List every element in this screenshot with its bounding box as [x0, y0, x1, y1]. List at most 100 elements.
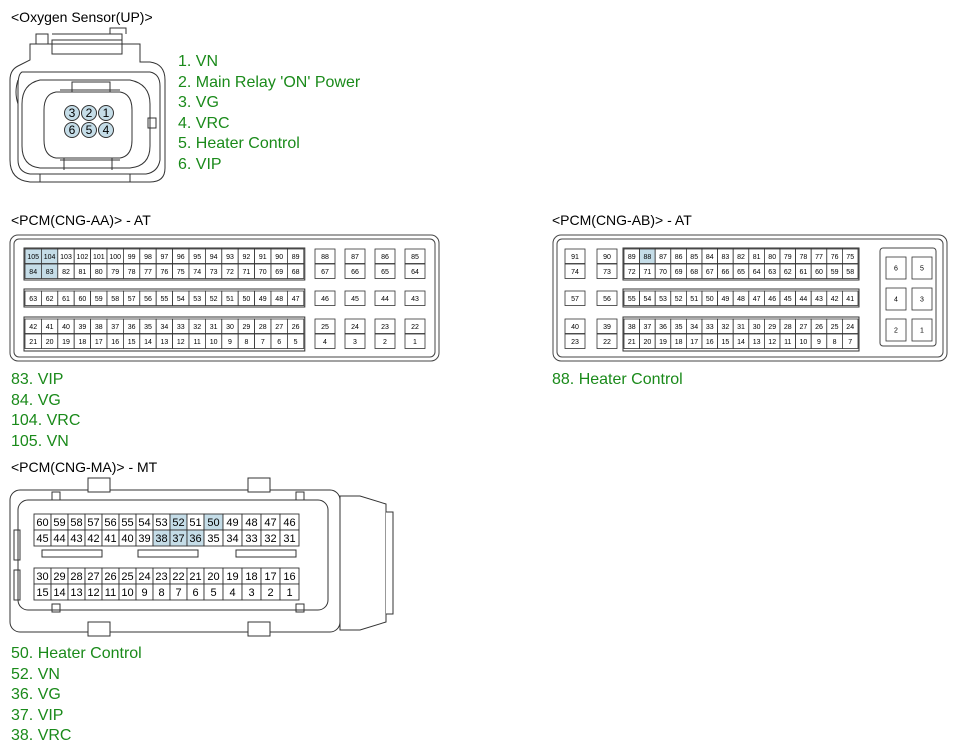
pin-label: 6: [277, 339, 281, 346]
pin-label: 32: [193, 324, 201, 331]
pin-label: 20: [207, 571, 219, 583]
pin-label: 40: [121, 533, 133, 545]
pin-label: 22: [603, 339, 611, 346]
pin-label: 90: [603, 254, 611, 261]
pin-label: 42: [831, 296, 839, 303]
pin-label: 33: [177, 324, 185, 331]
pin-label: 11: [194, 339, 201, 346]
pin-label: 91: [571, 254, 579, 261]
pin-label: 80: [768, 254, 776, 261]
pin-label: 26: [104, 571, 116, 583]
pin-label: 88: [321, 254, 329, 261]
pcm-cng-ma-title: <PCM(CNG-MA)> - MT: [11, 459, 158, 475]
pin-label: 31: [283, 533, 295, 545]
pin-label: 19: [226, 571, 238, 583]
pin-label: 14: [53, 587, 65, 599]
pin-label: 2: [383, 339, 387, 346]
pin-label: 79: [784, 254, 792, 261]
pin-cell: [885, 287, 907, 311]
pcm-cng-aa-title: <PCM(CNG-AA)> - AT: [11, 212, 151, 228]
oxygen-sensor-title: <Oxygen Sensor(UP)>: [11, 9, 153, 25]
pin-label: 81: [753, 254, 761, 261]
pin-label: 13: [70, 587, 82, 599]
pin-cell: [596, 263, 618, 279]
pin-label: 22: [172, 571, 184, 583]
pin-label: 8: [244, 339, 248, 346]
pin-label: 13: [161, 339, 169, 346]
pin-label: 72: [226, 269, 234, 276]
pin-label: 18: [245, 571, 257, 583]
pin-label: 53: [155, 517, 167, 529]
pin-label: 50: [706, 296, 714, 303]
pin-label: 31: [737, 324, 745, 331]
pin-label: 48: [245, 517, 257, 529]
pin-label: 94: [210, 254, 218, 261]
pin-label: 84: [706, 254, 714, 261]
pin-label: 86: [381, 254, 389, 261]
pin-label: 5: [210, 587, 216, 599]
pin-label: 19: [62, 339, 70, 346]
pin-cell: [596, 248, 618, 264]
pin-label: 64: [753, 269, 761, 276]
pin-circle: [64, 105, 80, 121]
pin-label: 52: [675, 296, 683, 303]
pin-label: 46: [321, 296, 329, 303]
pin-label: 25: [321, 324, 329, 331]
pin-label: 27: [275, 324, 283, 331]
pin-group-frame: [622, 288, 860, 308]
pin-label: 12: [177, 339, 185, 346]
pin-label: 36: [189, 533, 201, 545]
pin-label: 22: [411, 324, 419, 331]
pin-label: 9: [228, 339, 232, 346]
pin-label: 56: [603, 296, 611, 303]
pin-label: 53: [659, 296, 667, 303]
pin-label: 1: [920, 328, 924, 335]
pin-label: 12: [768, 339, 776, 346]
pin-label: 101: [93, 254, 105, 261]
pin-label: 29: [53, 571, 65, 583]
legend-item: 2. Main Relay 'ON' Power: [178, 73, 361, 91]
pin-label: 6: [192, 587, 198, 599]
pin-cell: [564, 248, 586, 264]
pin-label: 40: [62, 324, 70, 331]
pin-label: 21: [29, 339, 37, 346]
pin-label: 9: [141, 587, 147, 599]
pin-label: 30: [753, 324, 761, 331]
pin-cell: [564, 263, 586, 279]
pin-label: 5: [294, 339, 298, 346]
pin-cell: [564, 333, 586, 349]
pin-label: 9: [817, 339, 821, 346]
pin-label: 75: [177, 269, 185, 276]
pin-label: 55: [161, 296, 169, 303]
pin-label: 58: [111, 296, 119, 303]
pin-label: 57: [87, 517, 99, 529]
pin-label: 43: [815, 296, 823, 303]
pin-group-frame: [23, 247, 306, 281]
pin-label: 2: [894, 328, 898, 335]
pin-label: 35: [675, 324, 683, 331]
legend-item: 38. VRC: [11, 727, 72, 744]
oxygen-connector-body: [9, 27, 166, 183]
pin-label: 69: [675, 269, 683, 276]
pin-cell: [314, 318, 336, 334]
pin-group-frame: [23, 288, 306, 308]
pin-cell: [286, 290, 305, 306]
pin-label: 86: [675, 254, 683, 261]
pin-label: 4: [894, 297, 898, 304]
pin-label: 4: [103, 123, 110, 137]
pin-label: 50: [207, 517, 219, 529]
pin-circle: [81, 122, 97, 138]
pin-label: 38: [95, 324, 103, 331]
pin-label: 54: [138, 517, 150, 529]
pin-cell: [314, 333, 336, 349]
pin-label: 44: [381, 296, 389, 303]
pin-label: 97: [161, 254, 169, 261]
pin-label: 83: [722, 254, 730, 261]
legend-item: 36. VG: [11, 686, 61, 703]
pin-label: 82: [737, 254, 745, 261]
pin-group-frame: [622, 247, 860, 281]
pin-label: 36: [659, 324, 667, 331]
pin-label: 85: [690, 254, 698, 261]
pin-label: 90: [275, 254, 283, 261]
pin-label: 63: [768, 269, 776, 276]
